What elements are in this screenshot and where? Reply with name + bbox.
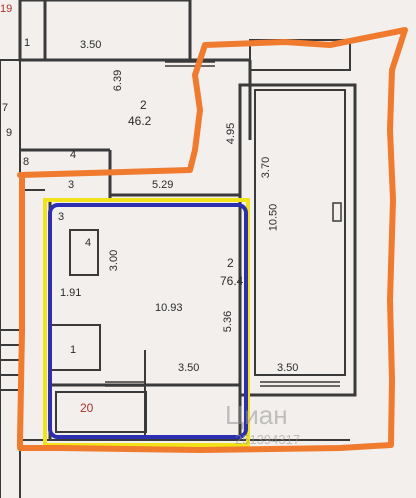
room-number-top: 2: [140, 98, 147, 112]
side-label-7: 7: [2, 102, 9, 114]
room-label-1-bottom: 1: [70, 344, 77, 356]
room-label-20: 20: [80, 401, 94, 415]
blue-outline: [48, 203, 248, 439]
room-label-1-top: 1: [24, 37, 31, 49]
room-area-top: 46.2: [128, 114, 152, 128]
dimension-10-50: 10.50: [267, 203, 280, 232]
room-number-main: 2: [227, 256, 234, 270]
windows: [105, 61, 342, 387]
dimension-3-50-bottom: 3.50: [178, 362, 200, 374]
watermark-logo: Циан: [225, 400, 288, 430]
dimension-3-50-right: 3.50: [277, 362, 299, 374]
dimension-4-95: 4.95: [225, 122, 238, 145]
dimension-top: 3.50: [80, 39, 102, 51]
side-label-8: 8: [23, 156, 30, 168]
watermark-id: 251394317: [235, 432, 301, 447]
room-label-3-top: 3: [68, 179, 75, 191]
room-label-4-top: 4: [70, 149, 77, 161]
dimension-5-36: 5.36: [222, 310, 235, 333]
orange-outline: [17, 27, 408, 453]
dimension-10-93: 10.93: [155, 302, 183, 314]
dimension-6-39: 6.39: [112, 69, 125, 92]
dimension-5-29: 5.29: [152, 179, 174, 191]
dimension-3-70: 3.70: [260, 156, 273, 179]
dimension-1-91: 1.91: [60, 287, 82, 299]
dimension-3-00: 3.00: [108, 249, 121, 272]
room-area-main: 76.4: [220, 274, 244, 288]
walls: [0, 0, 357, 498]
room-label-4-left: 4: [85, 237, 92, 249]
top-left-number: 19: [0, 3, 13, 15]
room-label-3-left: 3: [58, 211, 65, 223]
side-label-9: 9: [6, 127, 13, 139]
